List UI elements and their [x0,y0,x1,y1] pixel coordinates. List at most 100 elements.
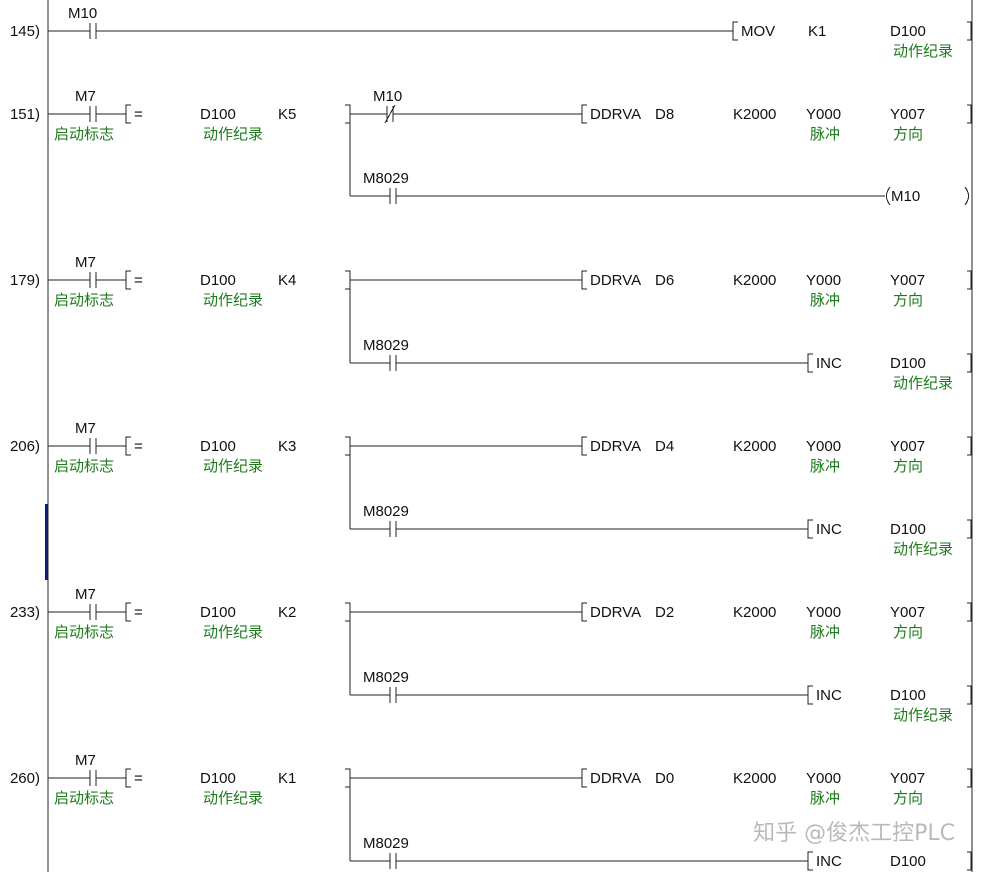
instruction-mnemonic[interactable]: INC [816,853,842,870]
branch-contact[interactable] [378,521,408,537]
instruction-operand[interactable]: Y000 [806,438,841,455]
contact-device-label[interactable]: M8029 [363,503,409,520]
input-contact[interactable] [78,23,108,39]
instruction-operand[interactable]: D4 [655,438,674,455]
instruction-mnemonic[interactable]: INC [816,687,842,704]
instruction-mnemonic[interactable]: DDRVA [590,604,641,621]
instruction-bracket-left [125,270,131,290]
instruction-mnemonic[interactable]: DDRVA [590,106,641,123]
operand-comment: 动作纪录 [203,457,263,475]
contact-device-label[interactable]: M10 [373,88,402,105]
contact-device-label[interactable]: M7 [75,752,96,769]
device-comment: 启动标志 [54,457,114,475]
instruction-operand[interactable]: Y000 [806,106,841,123]
instruction-operand[interactable]: Y007 [890,272,925,289]
instruction-bracket-right [967,21,972,41]
contact-device-label[interactable]: M10 [68,5,97,22]
compare-operand[interactable]: D100 [200,770,236,787]
contact-device-label[interactable]: M7 [75,586,96,603]
instruction-bracket-right [967,519,972,539]
compare-operand[interactable]: K1 [278,770,296,787]
instruction-operand[interactable]: D100 [890,23,926,40]
instruction-operand[interactable]: Y007 [890,604,925,621]
contact-device-label[interactable]: M8029 [363,669,409,686]
instruction-operand[interactable]: K2000 [733,438,776,455]
input-contact[interactable] [78,770,108,786]
instruction-operand[interactable]: Y007 [890,438,925,455]
instruction-operand[interactable]: Y000 [806,272,841,289]
instruction-bracket-right [967,270,972,290]
compare-operand[interactable]: K4 [278,272,296,289]
instruction-bracket-left [807,353,813,373]
cursor-indicator [45,504,48,580]
compare-operator[interactable]: = [134,438,143,455]
instruction-operand[interactable]: D8 [655,106,674,123]
input-contact[interactable] [78,604,108,620]
input-contact[interactable] [78,438,108,454]
compare-operator[interactable]: = [134,604,143,621]
branch-contact[interactable] [378,355,408,371]
input-contact[interactable] [78,106,108,122]
compare-bracket-right [345,104,351,124]
instruction-operand[interactable]: K2000 [733,604,776,621]
operand-comment: 方向 [893,291,923,309]
instruction-operand[interactable]: D100 [890,853,926,870]
compare-operator[interactable]: = [134,272,143,289]
instruction-operand[interactable]: K2000 [733,106,776,123]
instruction-bracket-left [581,436,587,456]
step-number: 179) [10,272,40,289]
instruction-mnemonic[interactable]: DDRVA [590,438,641,455]
instruction-mnemonic[interactable]: DDRVA [590,770,641,787]
compare-operand[interactable]: D100 [200,604,236,621]
instruction-mnemonic[interactable]: INC [816,521,842,538]
instruction-operand[interactable]: D100 [890,687,926,704]
coil-device-label[interactable]: M10 [891,188,920,205]
compare-operand[interactable]: D100 [200,272,236,289]
compare-operand[interactable]: K2 [278,604,296,621]
compare-operand[interactable]: D100 [200,438,236,455]
operand-comment: 动作纪录 [203,291,263,309]
input-contact[interactable] [78,272,108,288]
instruction-operand[interactable]: Y007 [890,770,925,787]
compare-bracket-right [345,768,351,788]
compare-bracket-right [345,270,351,290]
instruction-operand[interactable]: K2000 [733,770,776,787]
instruction-operand[interactable]: K2000 [733,272,776,289]
instruction-operand[interactable]: D100 [890,355,926,372]
compare-operator[interactable]: = [134,106,143,123]
contact-device-label[interactable]: M7 [75,420,96,437]
contact-device-label[interactable]: M8029 [363,337,409,354]
contact-device-label[interactable]: M8029 [363,835,409,852]
instruction-operand[interactable]: D100 [890,521,926,538]
instruction-operand[interactable]: D0 [655,770,674,787]
branch-contact[interactable] [375,104,405,124]
instruction-mnemonic[interactable]: DDRVA [590,272,641,289]
contact-device-label[interactable]: M7 [75,254,96,271]
instruction-operand[interactable]: D2 [655,604,674,621]
instruction-operand[interactable]: Y000 [806,770,841,787]
operand-comment: 脉冲 [810,623,840,641]
compare-operand[interactable]: K5 [278,106,296,123]
branch-contact[interactable] [378,188,408,204]
instruction-operand[interactable]: Y000 [806,604,841,621]
compare-operator[interactable]: = [134,770,143,787]
instruction-operand[interactable]: D6 [655,272,674,289]
branch-contact[interactable] [378,687,408,703]
compare-operand[interactable]: D100 [200,106,236,123]
instruction-operand[interactable]: K1 [808,23,826,40]
contact-device-label[interactable]: M8029 [363,170,409,187]
compare-operand[interactable]: K3 [278,438,296,455]
instruction-mnemonic[interactable]: INC [816,355,842,372]
branch-contact[interactable] [378,853,408,869]
instruction-mnemonic[interactable]: MOV [741,23,775,40]
instruction-operand[interactable]: Y007 [890,106,925,123]
contact-device-label[interactable]: M7 [75,88,96,105]
